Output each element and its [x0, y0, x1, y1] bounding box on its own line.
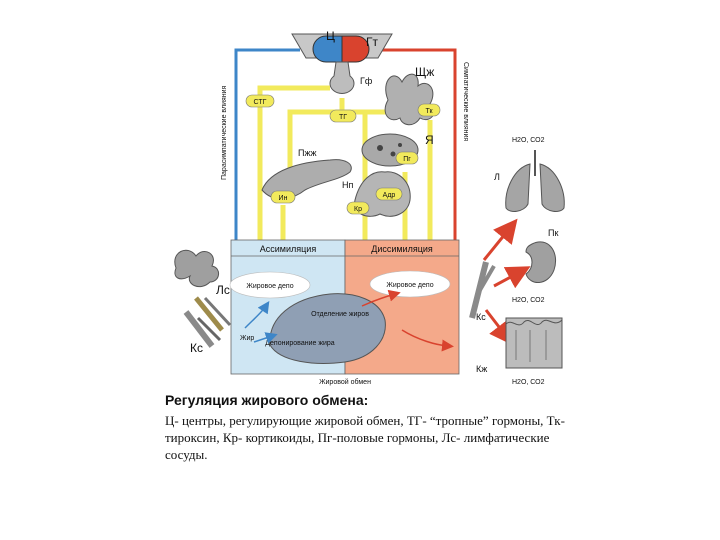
assimilation-label: Ассимиляция	[260, 244, 317, 254]
kidney-products: Н2О, СО2	[512, 297, 545, 304]
caption-title: Регуляция жирового обмена:	[165, 392, 369, 408]
tk-hormone: Тк	[425, 108, 433, 115]
sympathetic-pathway-line	[380, 48, 457, 240]
in-hormone: Ин	[279, 195, 288, 202]
ovary-gland: Я Пг	[361, 133, 434, 167]
lungs-organ: Л Н2О, СО2	[494, 137, 565, 212]
ovary-label: Я	[425, 133, 434, 147]
tg-hormone: ТГ	[329, 109, 357, 123]
fat-depot-left: Жировое депо	[246, 283, 293, 290]
lungs-products: Н2О, СО2	[512, 137, 545, 144]
adr-hormone: Адр	[383, 192, 396, 199]
parasympathetic-pathway-line	[234, 48, 300, 240]
hypothalamus-label: Гт	[366, 35, 378, 49]
pancreas-label: Пжж	[298, 148, 317, 158]
svg-text:ТГ: ТГ	[339, 114, 347, 121]
pg-hormone: Пг	[403, 156, 411, 163]
liver-shape	[269, 293, 386, 364]
thyroid-gland: Щж Тк	[384, 65, 441, 126]
ks-right-label: Кс	[476, 312, 486, 322]
lungs-label: Л	[494, 172, 500, 182]
center-c-label: Ц	[326, 29, 335, 43]
adrenal-label: Нп	[342, 180, 353, 190]
ks-left-label: Кс	[190, 341, 203, 355]
kidney-organ: Пк Н2О, СО2	[512, 228, 558, 304]
pancreas-gland: Пжж Ин	[261, 148, 352, 204]
ls-label: Лс	[216, 283, 230, 297]
parasympathetic-label: Парасимпатические влияния	[221, 85, 228, 180]
fat-label: Жир	[240, 335, 254, 342]
lymph-vessels: Лс	[174, 249, 232, 332]
thyroid-label: Щж	[415, 65, 434, 79]
adrenal-gland: Нп Адр Кр	[342, 171, 411, 217]
caption-body: Ц- центры, регулирующие жировой обмен, Т…	[165, 413, 565, 462]
dissimilation-label: Диссимиляция	[371, 244, 433, 254]
sympathetic-label: Симпатические влияния	[462, 62, 469, 141]
blood-vessels-left: Кс	[183, 310, 222, 355]
skin-label: Кж	[476, 364, 487, 374]
brain-centers: Ц Гт	[291, 29, 393, 63]
skin-products: Н2О, СО2	[512, 379, 545, 386]
pituitary-label: Гф	[360, 76, 373, 86]
svg-text:СТГ: СТГ	[254, 99, 267, 106]
fat-metabolism-label: Жировой обмен	[319, 378, 371, 386]
blood-vessel-right: Кс	[469, 261, 496, 322]
kr-hormone: Кр	[354, 206, 362, 213]
release-label: Отделение жиров	[311, 311, 369, 318]
fat-depot-right: Жировое депо	[386, 282, 433, 289]
deposition-label: Депонирование жира	[265, 340, 335, 347]
caption: Регуляция жирового обмена: Ц- центры, ре…	[165, 392, 585, 463]
stg-hormone: СТГ	[245, 94, 275, 108]
pituitary-gland: Гф	[329, 61, 373, 94]
metabolism-box: Ассимиляция Диссимиляция Жировое депо Жи…	[229, 239, 460, 386]
kidney-label: Пк	[548, 228, 558, 238]
skin-organ: Кж Н2О, СО2	[476, 317, 563, 386]
